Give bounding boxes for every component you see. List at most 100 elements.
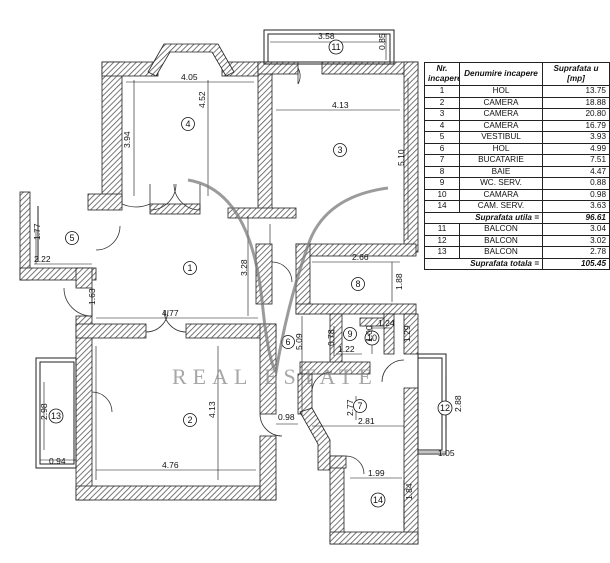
dim-room12-width: 1.05 <box>438 448 455 458</box>
room-number-9: 9 <box>347 329 352 339</box>
room-number-5: 5 <box>69 233 74 243</box>
dim-room1-height-right: 3.28 <box>239 259 249 276</box>
cell-area: 3.02 <box>542 234 610 247</box>
cell-name: HOL <box>459 85 543 98</box>
door-swings <box>63 67 405 475</box>
room-circle-2 <box>183 413 197 427</box>
room-circle-11 <box>328 39 344 55</box>
room-number-14: 14 <box>373 495 383 505</box>
cell-nr: 9 <box>424 177 460 190</box>
cell-name: CAMERA <box>459 108 543 121</box>
cell-nr: 14 <box>424 200 460 213</box>
room-circle-1 <box>183 261 197 275</box>
dim-room10-right: 1.29 <box>402 325 412 342</box>
room-circle-13 <box>48 408 64 424</box>
dim-room14-width: 1.99 <box>368 468 385 478</box>
room-circle-9 <box>343 327 357 341</box>
dim-room1-height-left: 1.63 <box>87 288 97 305</box>
header-name: Denumire incapere <box>459 62 543 86</box>
cell-nr: 2 <box>424 96 460 109</box>
cell-name: CAMARA <box>459 188 543 201</box>
dimension-labels: 3.58 0.85 4.05 3.94 4.52 4.13 5.10 1.77 … <box>32 31 463 500</box>
room-circle-10 <box>364 330 380 346</box>
cell-name: VESTIBUL <box>459 131 543 144</box>
cell-area: 4.99 <box>542 142 610 155</box>
dim-room6-width: 0.98 <box>278 412 295 422</box>
cell-nr: 13 <box>424 246 460 259</box>
cell-nr: 10 <box>424 188 460 201</box>
useful-area-value: 96.61 <box>542 211 610 224</box>
cell-nr: 6 <box>424 142 460 155</box>
dim-room10-width: 1.24 <box>378 318 395 328</box>
dim-room7-height: 2.77 <box>345 399 355 416</box>
dim-room5-width: 2.22 <box>34 254 51 264</box>
header-area: Suprafata u [mp] <box>542 62 610 86</box>
dim-room4-height-left: 3.94 <box>122 131 132 148</box>
dim-room6-height: 5.09 <box>294 333 304 350</box>
total-area-label: Suprafata totala = <box>424 257 543 270</box>
cell-name: BALCON <box>459 223 543 236</box>
dim-room9-height: 0.78 <box>326 329 336 346</box>
room-circle-4 <box>181 117 195 131</box>
dim-room9-width: 1.22 <box>338 344 355 354</box>
room-number-11: 11 <box>331 42 340 52</box>
header-nr: Nr. incapere <box>424 62 460 86</box>
cell-area: 13.75 <box>542 85 610 98</box>
dim-room3-height: 5.10 <box>396 149 406 166</box>
walls <box>19 43 419 545</box>
total-area-row: Suprafata totala = 105.45 <box>424 257 610 270</box>
dim-room11-width: 3.58 <box>318 31 335 41</box>
room-number-10: 10 <box>367 333 377 343</box>
watermark-monogram-shape <box>187 178 389 376</box>
room-circle-3 <box>333 143 347 157</box>
cell-name: CAMERA <box>459 96 543 109</box>
dim-room10-height: 1.00 <box>364 325 374 342</box>
cell-nr: 1 <box>424 85 460 98</box>
cell-area: 20.80 <box>542 108 610 121</box>
cell-name: BAIE <box>459 165 543 178</box>
room-circle-8 <box>351 277 365 291</box>
cell-name: CAM. SERV. <box>459 200 543 213</box>
cell-nr: 12 <box>424 234 460 247</box>
room-number-7: 7 <box>357 401 362 411</box>
room-number-13: 13 <box>51 411 61 421</box>
cell-name: BALCON <box>459 234 543 247</box>
dim-room4-height-inner: 4.52 <box>197 91 207 108</box>
dim-room2-width: 4.76 <box>162 460 179 470</box>
cell-area: 16.79 <box>542 119 610 132</box>
dimension-lines <box>34 34 447 528</box>
room-number-2: 2 <box>187 415 192 425</box>
room-circle-12 <box>437 400 453 416</box>
cell-name: BALCON <box>459 246 543 259</box>
area-table-header: Nr. incapere Denumire incapere Suprafata… <box>424 62 610 86</box>
dim-room1-width: 4.77 <box>162 308 179 318</box>
room-number-1: 1 <box>187 263 192 273</box>
cell-area: 7.51 <box>542 154 610 167</box>
room-number-12: 12 <box>440 403 450 413</box>
cell-nr: 7 <box>424 154 460 167</box>
cell-area: 18.88 <box>542 96 610 109</box>
dim-room5-depth: 1.77 <box>32 223 42 240</box>
cell-name: WC. SERV. <box>459 177 543 190</box>
dim-room3-width: 4.13 <box>332 100 349 110</box>
dim-room7-width: 2.81 <box>358 416 375 426</box>
useful-area-row: Suprafata utila = 96.61 <box>424 211 610 224</box>
dim-room2-height: 4.13 <box>207 401 217 418</box>
dim-room13-height: 2.98 <box>39 403 49 420</box>
cell-nr: 4 <box>424 119 460 132</box>
dim-room11-depth: 0.85 <box>377 33 387 50</box>
cell-area: 4.47 <box>542 165 610 178</box>
room-number-3: 3 <box>337 145 342 155</box>
cell-name: HOL <box>459 142 543 155</box>
room-circle-7 <box>353 399 367 413</box>
